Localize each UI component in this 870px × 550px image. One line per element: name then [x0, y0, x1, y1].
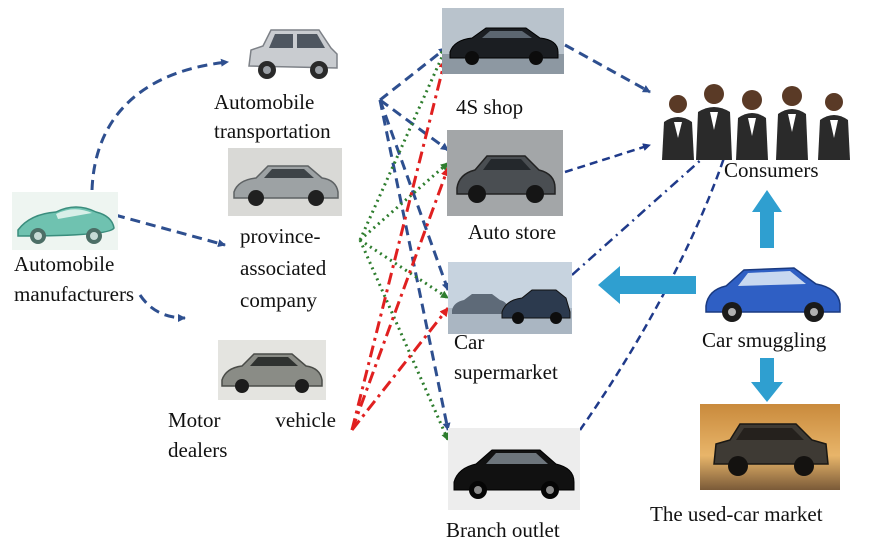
- flow-autostore-to-consumers: [564, 143, 651, 174]
- used-car-market-label: The used-car market: [650, 502, 823, 526]
- transportation-label-line1: Automobile: [214, 90, 315, 114]
- dealers-label: Motor vehicle dealers: [168, 408, 336, 463]
- province-sedan-image: [228, 148, 342, 216]
- consumers-people-image: [656, 76, 862, 160]
- branch-outlet-label: Branch outlet: [446, 518, 560, 542]
- flow-manufacturer-to-transport: [90, 58, 229, 191]
- auto-store-label: Auto store: [468, 220, 557, 244]
- flow-hub-to-4s: [379, 46, 447, 102]
- flow-dealers-to-4s: [350, 59, 448, 431]
- province-label-line2: associated: [240, 256, 327, 280]
- red-dashdot-flows: [350, 59, 450, 431]
- manufacturers-label: Automobile manufacturers: [14, 252, 134, 307]
- transportation-label: Automobile transportation: [214, 90, 331, 144]
- flow-manufacturer-to-province: [114, 213, 226, 248]
- car-smuggling-image: [698, 250, 846, 330]
- flow-manufacturer-to-dealers: [138, 294, 186, 322]
- arrow-smuggling-to-supermarket: [598, 266, 696, 304]
- green-dotted-flows: [358, 47, 450, 441]
- auto-store-image: [447, 130, 563, 216]
- flow-hub-to-supermarket: [378, 99, 450, 291]
- car-supermarket-label-line2: supermarket: [454, 360, 558, 384]
- car-supermarket-label: Car supermarket: [454, 330, 558, 385]
- arrow-smuggling-to-usedcar: [751, 358, 783, 402]
- manufacturers-label-line2: manufacturers: [14, 282, 135, 306]
- dealers-label-line2: dealers: [168, 438, 228, 462]
- flow-province-to-branch: [358, 239, 450, 441]
- province-label-line3: company: [240, 288, 317, 312]
- flow-4s-to-consumers: [564, 43, 651, 94]
- flow-province-to-autostore: [359, 161, 449, 242]
- 4s-shop-label: 4S shop: [456, 95, 524, 119]
- transportation-suv-image: [245, 22, 340, 84]
- dealers-label-word1: Motor: [168, 408, 221, 432]
- manufacturers-label-line1: Automobile: [14, 252, 115, 276]
- branch-outlet-image: [448, 428, 580, 510]
- car-smuggling-label: Car smuggling: [702, 328, 827, 352]
- flow-dealers-to-supermarket: [350, 307, 450, 431]
- consumers-label: Consumers: [724, 158, 819, 182]
- dealers-sedan-image: [218, 340, 326, 400]
- used-car-market-image: [700, 404, 840, 490]
- dealers-label-word2: vehicle: [275, 408, 336, 432]
- flow-dealers-to-autostore: [350, 167, 450, 431]
- car-supermarket-label-line1: Car: [454, 330, 485, 354]
- car-supermarket-image: [448, 262, 572, 334]
- blue-dashed-flows: [90, 43, 651, 431]
- arrow-smuggling-to-consumers: [752, 190, 782, 248]
- cyan-block-arrows: [598, 190, 783, 402]
- flow-supermarket-to-consumers: [571, 149, 713, 276]
- 4s-shop-image: [442, 8, 564, 74]
- flow-province-to-4s: [358, 47, 448, 241]
- province-label: province- associated company: [240, 224, 326, 313]
- flow-hub-to-autostore: [379, 98, 449, 152]
- province-label-line1: province-: [240, 224, 321, 248]
- transportation-label-line2: transportation: [214, 119, 331, 143]
- manufacturer-concept-car-image: [12, 192, 118, 250]
